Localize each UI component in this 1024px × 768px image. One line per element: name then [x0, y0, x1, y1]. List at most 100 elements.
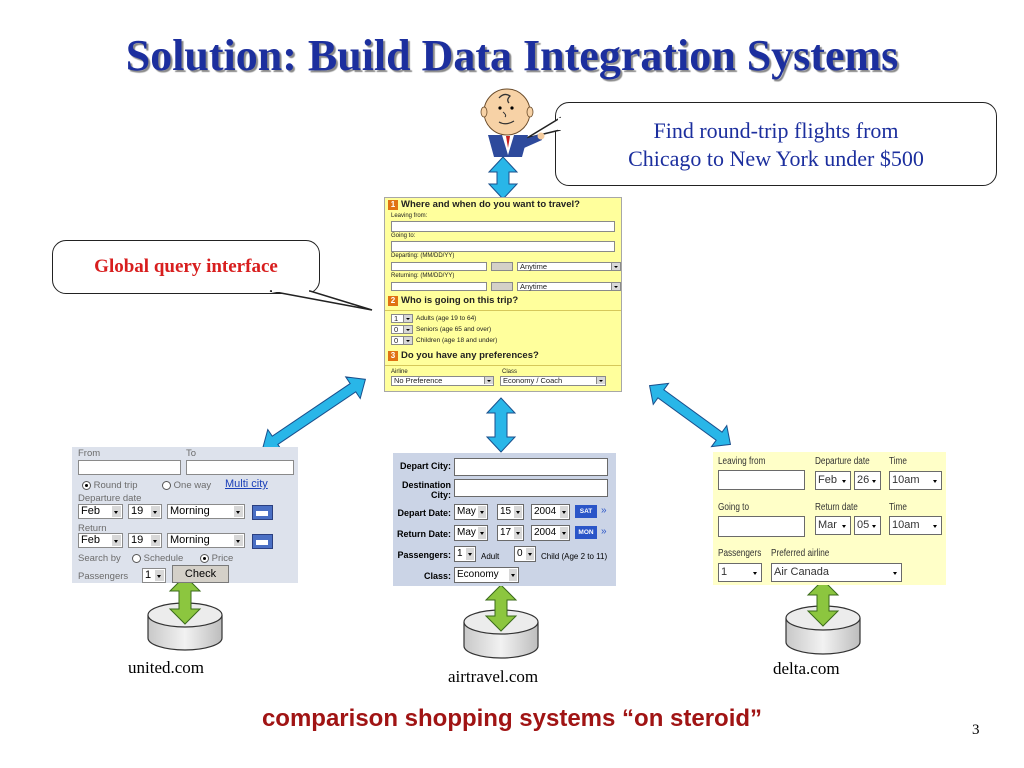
class-select[interactable]: Economy / Coach — [500, 375, 606, 386]
return-day-select[interactable]: 05 — [854, 516, 881, 535]
chevron-down-icon — [112, 506, 121, 517]
return-year-value: 2004 — [534, 527, 557, 538]
chevron-down-icon — [234, 535, 243, 546]
airtravel-form: Depart City: Destination City: Depart Da… — [393, 453, 616, 586]
departing-time-select[interactable]: Anytime — [516, 262, 621, 271]
section-divider — [385, 310, 621, 311]
return-month-value: Feb — [81, 534, 100, 546]
from-input[interactable] — [78, 460, 181, 475]
going-to-label: Going to — [718, 502, 750, 513]
return-date-label: Return Date: — [396, 529, 451, 539]
chevron-down-icon — [526, 548, 534, 560]
airline-select[interactable]: No Preference — [391, 375, 494, 386]
returning-time-select[interactable]: Anytime — [516, 282, 621, 291]
chevron-down-icon — [611, 283, 620, 290]
depart-day-select[interactable]: 15 — [497, 504, 524, 520]
return-weekday-badge[interactable]: MON — [575, 526, 597, 539]
children-select[interactable]: 0 — [391, 336, 413, 345]
airline-select[interactable]: Air Canada — [771, 563, 902, 582]
section-3-title: Do you have any preferences? — [401, 350, 539, 361]
round-trip-option[interactable]: Round trip — [82, 480, 137, 491]
adult-select[interactable]: 1 — [454, 546, 476, 562]
chevron-down-icon — [514, 506, 522, 518]
return-time-select[interactable]: 10am — [889, 516, 942, 535]
children-label: Children (age 18 and under) — [416, 337, 498, 344]
class-select[interactable]: Economy — [454, 567, 519, 583]
chevron-down-icon — [560, 527, 568, 539]
children-value: 0 — [394, 336, 399, 345]
adults-label: Adults (age 19 to 64) — [416, 315, 477, 322]
depart-day-value: 15 — [500, 506, 512, 517]
price-option[interactable]: Price — [200, 553, 233, 564]
departure-day-select[interactable]: 19 — [128, 504, 162, 519]
time-label: Time — [889, 502, 907, 513]
passengers-label: Passengers — [78, 571, 129, 582]
chevron-down-icon — [560, 506, 568, 518]
radio-icon — [162, 480, 171, 490]
chevron-down-icon — [484, 376, 493, 384]
departure-month-select[interactable]: Feb — [78, 504, 123, 519]
chevron-down-icon — [596, 376, 605, 384]
return-day-select[interactable]: 19 — [128, 533, 162, 548]
child-value: 0 — [517, 548, 523, 559]
return-month-select[interactable]: Feb — [78, 533, 123, 548]
departure-month-value: Feb — [81, 505, 100, 517]
departure-time-select[interactable]: 10am — [889, 471, 942, 490]
seniors-value: 0 — [394, 325, 399, 334]
departing-calendar-button[interactable] — [491, 262, 513, 271]
chevron-down-icon — [234, 506, 243, 517]
calendar-icon[interactable] — [252, 505, 273, 520]
depart-month-select[interactable]: May — [454, 504, 488, 520]
depart-city-input[interactable] — [454, 458, 608, 476]
adult-label: Adult — [481, 552, 500, 561]
site-label-airtravel: airtravel.com — [448, 667, 539, 686]
returning-date-input[interactable] — [391, 282, 488, 291]
passengers-select[interactable]: 1 — [718, 563, 762, 582]
departure-day-select[interactable]: 26 — [854, 471, 881, 490]
leaving-from-input[interactable] — [391, 221, 615, 232]
class-value: Economy / Coach — [503, 375, 563, 385]
section-2-number: 2 — [388, 296, 398, 306]
going-to-input[interactable] — [391, 241, 615, 252]
child-select[interactable]: 0 — [514, 546, 536, 562]
class-label: Class — [502, 368, 518, 375]
return-month-select[interactable]: May — [454, 525, 488, 541]
airline-value: Air Canada — [774, 566, 830, 578]
departure-time-select[interactable]: Morning — [167, 504, 245, 519]
to-input[interactable] — [186, 460, 294, 475]
destination-city-label: Destination City: — [401, 480, 451, 500]
calendar-icon[interactable] — [252, 534, 273, 549]
return-month-select[interactable]: Mar — [815, 516, 851, 535]
schedule-option[interactable]: Schedule — [132, 553, 183, 564]
returning-calendar-button[interactable] — [491, 282, 513, 291]
depart-weekday-badge[interactable]: SAT — [575, 505, 597, 518]
return-time-value: 10am — [892, 519, 920, 531]
return-year-select[interactable]: 2004 — [531, 525, 570, 541]
leaving-from-input[interactable] — [718, 470, 805, 490]
one-way-option[interactable]: One way — [162, 480, 211, 491]
chevron-down-icon — [151, 535, 160, 546]
seniors-select[interactable]: 0 — [391, 325, 413, 334]
multi-city-link[interactable]: Multi city — [225, 478, 268, 490]
departing-date-input[interactable] — [391, 262, 488, 271]
passengers-select[interactable]: 1 — [142, 568, 166, 583]
check-button[interactable]: Check — [172, 565, 229, 583]
return-time-select[interactable]: Morning — [167, 533, 245, 548]
chevron-down-icon — [931, 473, 940, 489]
adults-select[interactable]: 1 — [391, 314, 413, 323]
user-person-icon — [480, 88, 545, 157]
preferred-airline-label: Preferred airline — [771, 548, 830, 559]
departure-month-select[interactable]: Feb — [815, 471, 851, 490]
destination-city-input[interactable] — [454, 479, 608, 497]
return-day-select[interactable]: 17 — [497, 525, 524, 541]
chevron-down-icon — [151, 506, 160, 517]
depart-year-select[interactable]: 2004 — [531, 504, 570, 520]
section-1-title: Where and when do you want to travel? — [401, 199, 580, 210]
going-to-input[interactable] — [718, 516, 805, 537]
chevron-down-icon — [112, 535, 121, 546]
returning-label: Returning: (MM/DD/YY) — [391, 273, 455, 279]
one-way-label: One way — [173, 480, 212, 491]
